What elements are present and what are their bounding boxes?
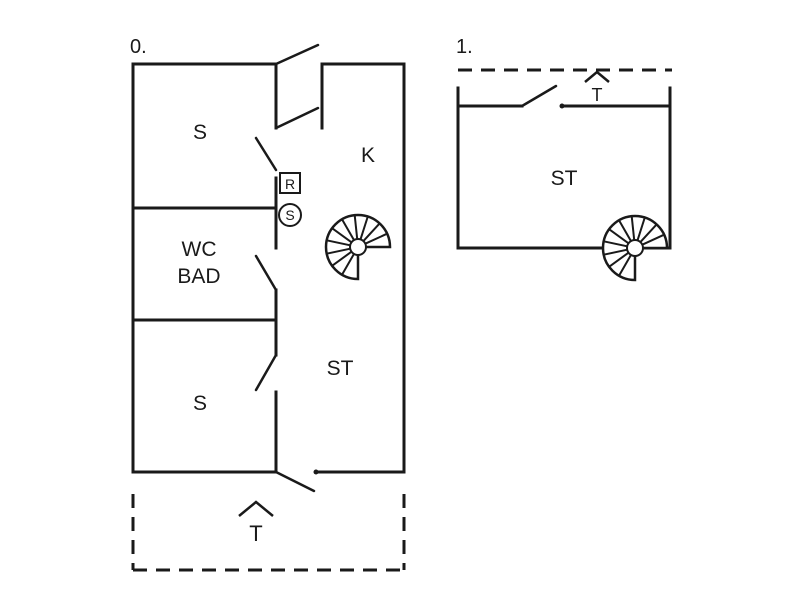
entrance-label: T	[249, 521, 262, 546]
fixture-s-label: S	[285, 207, 294, 223]
door-top-exterior	[274, 43, 320, 66]
floor-0-doors	[254, 43, 320, 493]
fixture-r: R	[279, 172, 301, 194]
door-bedroom-bottom	[254, 353, 278, 392]
entrance-arrow-icon: T	[584, 70, 610, 105]
room-living-label: ST	[327, 357, 354, 380]
spiral-staircase-icon	[324, 213, 392, 281]
floor-1-plan: 1. T ST	[456, 36, 672, 282]
floor-1-entrance-label: T	[592, 85, 603, 105]
fixture-s: S	[278, 203, 302, 227]
entrance-arrow-icon: T	[238, 500, 274, 546]
floor-0-exterior-walls	[131, 62, 406, 474]
door-bedroom-top	[254, 136, 278, 172]
spiral-staircase-icon	[601, 214, 669, 282]
floor-0-plan: 0.	[130, 36, 406, 572]
room-kitchen-label: K	[361, 144, 375, 167]
floor-1-label: 1.	[456, 36, 473, 58]
floor-1-room-living-label: ST	[551, 167, 578, 190]
room-bedroom-top-label: S	[193, 121, 207, 144]
door-balcony	[520, 84, 558, 108]
floor-0-label: 0.	[130, 36, 147, 58]
door-pantry	[274, 106, 320, 130]
door-bathroom	[254, 254, 278, 292]
room-bath-label: BAD	[177, 265, 220, 288]
floor-0-interior-walls	[131, 62, 324, 474]
terrace-outline	[131, 494, 406, 572]
fixture-r-label: R	[285, 176, 295, 192]
room-bedroom-bottom-label: S	[193, 392, 207, 415]
door-entrance	[274, 470, 316, 493]
room-wc-label: WC	[182, 238, 217, 261]
